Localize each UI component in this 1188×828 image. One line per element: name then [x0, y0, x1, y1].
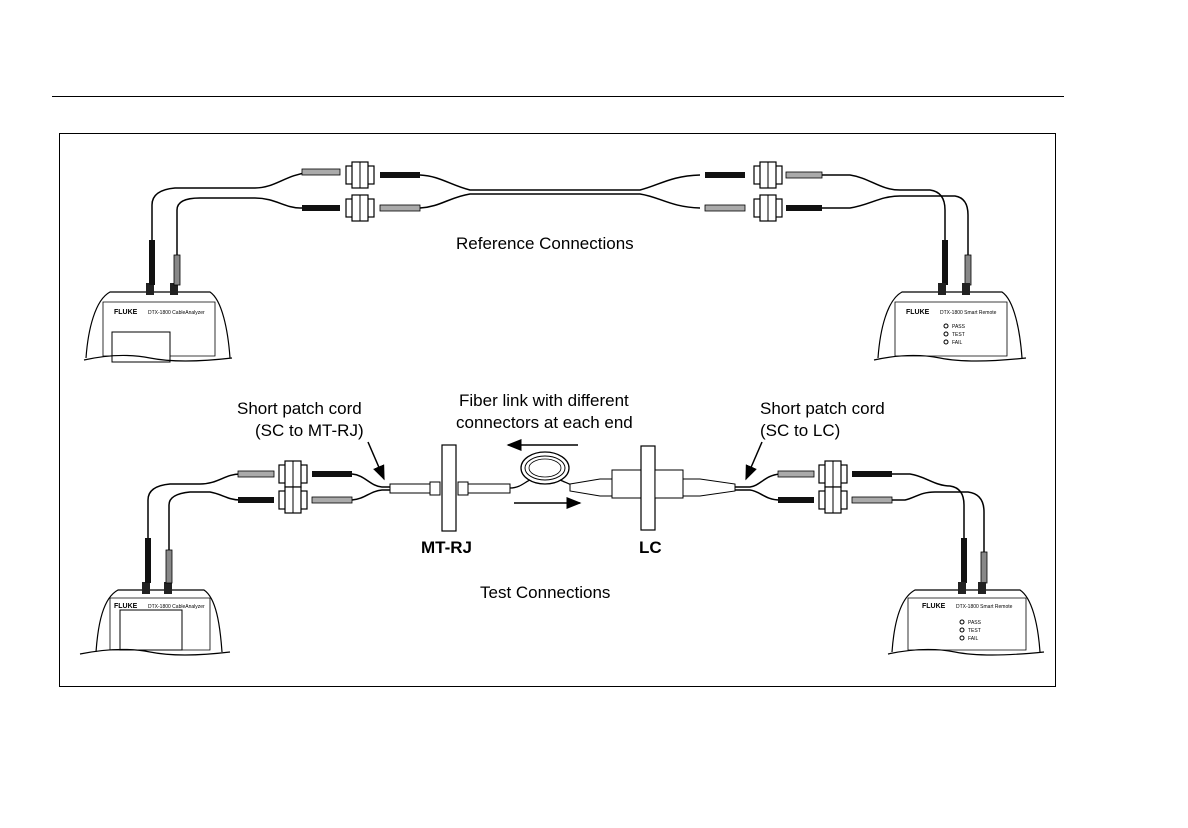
lc-panel [641, 446, 655, 530]
main-tester-top: FLUKE DTX-1800 CableAnalyzer [84, 283, 232, 362]
callout-arrow-right [746, 442, 762, 479]
brand-text: FLUKE [922, 603, 946, 610]
model-text: DTX-1800 Smart Remote [940, 310, 997, 316]
brand-text: FLUKE [114, 309, 138, 316]
led-pass-text: PASS [968, 620, 982, 626]
brand-text: FLUKE [906, 309, 930, 316]
led-pass-text: PASS [952, 324, 966, 330]
smart-remote-top: FLUKE DTX-1800 Smart Remote PASS TEST FA… [874, 283, 1026, 361]
patch-cord-left-label-line2: (SC to MT-RJ) [255, 420, 364, 442]
reference-connections-label: Reference Connections [456, 233, 634, 255]
main-tester-bottom: FLUKE DTX-1800 CableAnalyzer [80, 582, 230, 655]
mtrj-panel [442, 445, 456, 531]
led-fail-text: FAIL [952, 340, 963, 346]
reference-connections-group: FLUKE DTX-1800 CableAnalyzer [84, 162, 1026, 362]
model-text: DTX-1800 Smart Remote [956, 604, 1013, 610]
model-text: DTX-1800 CableAnalyzer [148, 604, 205, 610]
fiber-spool [521, 452, 569, 484]
led-test-text: TEST [952, 332, 965, 338]
brand-text: FLUKE [114, 603, 138, 610]
lc-label: LC [639, 537, 662, 559]
patch-cord-right-label-line1: Short patch cord [760, 398, 885, 420]
test-connections-group: FLUKE DTX-1800 CableAnalyzer [80, 442, 1044, 655]
fiber-link-label-line2: connectors at each end [456, 412, 633, 434]
led-test-text: TEST [968, 628, 981, 634]
led-fail-text: FAIL [968, 636, 979, 642]
patch-cord-left-label-line1: Short patch cord [237, 398, 362, 420]
model-text: DTX-1800 CableAnalyzer [148, 310, 205, 316]
callout-arrow-left [368, 442, 384, 479]
patch-cord-right-label-line2: (SC to LC) [760, 420, 840, 442]
smart-remote-bottom: FLUKE DTX-1800 Smart Remote PASS TEST FA… [888, 582, 1044, 655]
mtrj-label: MT-RJ [421, 537, 472, 559]
fiber-link-label-line1: Fiber link with different [459, 390, 629, 412]
test-connections-label: Test Connections [480, 582, 610, 604]
